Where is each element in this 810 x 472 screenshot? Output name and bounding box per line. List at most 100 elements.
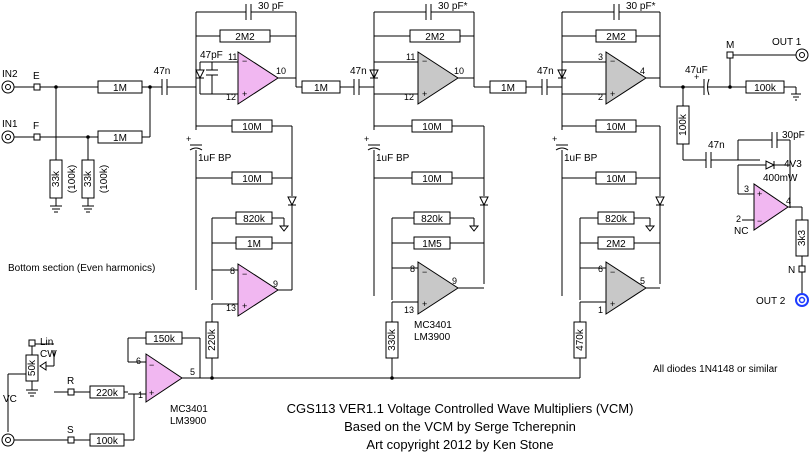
svg-text:1: 1	[598, 305, 603, 315]
svg-text:−: −	[149, 360, 154, 370]
title-block: CGS113 VER1.1 Voltage Controlled Wave Mu…	[287, 401, 634, 452]
svg-text:47n: 47n	[350, 66, 367, 77]
svg-text:1: 1	[138, 390, 143, 400]
svg-text:1uF BP: 1uF BP	[198, 153, 232, 164]
opamp-stage1-bottom	[237, 263, 279, 317]
opamp-stage2-bottom	[417, 261, 459, 315]
svg-text:−: −	[610, 267, 615, 277]
svg-text:2M2: 2M2	[606, 32, 626, 43]
r-label: R	[67, 376, 74, 387]
svg-text:6: 6	[136, 356, 141, 366]
svg-text:30 pF*: 30 pF*	[626, 1, 656, 12]
svg-text:400mW: 400mW	[763, 173, 798, 184]
svg-text:−: −	[422, 56, 427, 66]
f-label: F	[33, 121, 39, 132]
svg-text:100k: 100k	[678, 113, 689, 136]
svg-text:10M: 10M	[422, 122, 441, 133]
svg-text:2: 2	[598, 92, 603, 102]
svg-text:9: 9	[273, 279, 278, 289]
svg-text:+: +	[610, 299, 615, 309]
svg-text:−: −	[757, 216, 762, 226]
svg-text:33k: 33k	[51, 170, 62, 187]
svg-text:10M: 10M	[606, 174, 625, 185]
svg-text:5: 5	[190, 367, 195, 377]
svg-text:4: 4	[786, 196, 791, 206]
title-line-3: Art copyright 2012 by Ken Stone	[366, 437, 553, 452]
svg-text:+: +	[422, 89, 427, 99]
svg-text:47n: 47n	[708, 140, 725, 151]
svg-text:11: 11	[228, 52, 237, 62]
svg-text:+: +	[186, 134, 191, 144]
svg-text:+: +	[694, 72, 699, 82]
svg-text:1M: 1M	[113, 133, 127, 144]
cv-chip-label-1: MC3401	[170, 404, 208, 415]
in2-jack[interactable]	[1, 80, 15, 94]
svg-text:1M: 1M	[314, 83, 328, 94]
svg-text:10M: 10M	[422, 174, 441, 185]
svg-text:+: +	[552, 134, 557, 144]
svg-text:+: +	[242, 301, 247, 311]
opamp-stage3-bottom	[605, 261, 647, 315]
svg-text:10M: 10M	[242, 174, 261, 185]
svg-text:30pF: 30pF	[782, 130, 805, 141]
output-section: + 47uF 100k M OUT 1 100k 47n 30pF 4V3	[653, 37, 809, 375]
svg-text:8: 8	[230, 266, 235, 276]
out1-jack[interactable]	[795, 48, 809, 62]
input-section: IN2 IN1 E F 1M 47n 1M 33k (100k) 33k (10…	[1, 66, 196, 274]
svg-text:100k: 100k	[754, 83, 777, 94]
svg-text:6: 6	[598, 264, 603, 274]
diodes-note: All diodes 1N4148 or similar	[653, 364, 778, 375]
svg-text:+: +	[610, 89, 615, 99]
svg-text:47pF: 47pF	[200, 50, 223, 61]
svg-text:10M: 10M	[242, 122, 261, 133]
svg-text:1M5: 1M5	[422, 239, 442, 250]
opamp-cv	[145, 353, 183, 403]
svg-text:47uF: 47uF	[685, 65, 708, 76]
svg-text:+: +	[149, 388, 154, 398]
svg-text:1M: 1M	[247, 239, 261, 250]
svg-text:47n: 47n	[537, 66, 554, 77]
in2-label: IN2	[2, 69, 18, 80]
svg-text:13: 13	[226, 303, 236, 313]
n-label: N	[788, 265, 795, 276]
svg-text:8: 8	[410, 264, 415, 274]
svg-text:12: 12	[404, 92, 414, 102]
svg-text:1M: 1M	[113, 83, 127, 94]
s-label: S	[67, 425, 74, 436]
svg-text:(100k): (100k)	[67, 165, 78, 193]
in1-jack[interactable]	[1, 130, 15, 144]
svg-text:4V3: 4V3	[784, 159, 802, 170]
stage-1: 30 pF 2M2 47pF − + 11 12 10 1M 47n + 1uF…	[186, 1, 374, 378]
svg-text:4: 4	[640, 66, 645, 76]
svg-text:12: 12	[226, 92, 236, 102]
svg-text:1uF BP: 1uF BP	[564, 153, 598, 164]
svg-text:220k: 220k	[207, 328, 218, 351]
svg-text:+: +	[757, 189, 762, 199]
svg-text:9: 9	[452, 276, 457, 286]
svg-text:820k: 820k	[605, 214, 628, 225]
svg-text:3: 3	[598, 52, 603, 62]
svg-text:(100k): (100k)	[99, 165, 110, 193]
svg-text:+: +	[242, 89, 247, 99]
chip-label-1: MC3401	[414, 320, 452, 331]
vc-jack[interactable]	[1, 433, 15, 447]
svg-text:10: 10	[454, 66, 464, 76]
svg-text:−: −	[242, 269, 247, 279]
svg-text:10M: 10M	[606, 122, 625, 133]
svg-text:−: −	[610, 56, 615, 66]
svg-text:−: −	[242, 56, 247, 66]
out2-jack[interactable]	[795, 293, 809, 307]
svg-text:10: 10	[276, 66, 286, 76]
in1-label: IN1	[2, 119, 18, 130]
stage-2: 30 pF* 2M2 − + 11 12 10 1M 47n + 1uF BP …	[364, 1, 562, 378]
opamp-output	[753, 183, 789, 231]
svg-text:30 pF*: 30 pF*	[438, 1, 468, 12]
svg-text:2M2: 2M2	[235, 32, 255, 43]
svg-text:220k: 220k	[96, 388, 119, 399]
lin-label: Lin	[40, 337, 53, 348]
svg-text:820k: 820k	[421, 214, 444, 225]
svg-text:11: 11	[406, 52, 415, 62]
out1-label: OUT 1	[772, 37, 802, 48]
svg-text:5: 5	[640, 276, 645, 286]
